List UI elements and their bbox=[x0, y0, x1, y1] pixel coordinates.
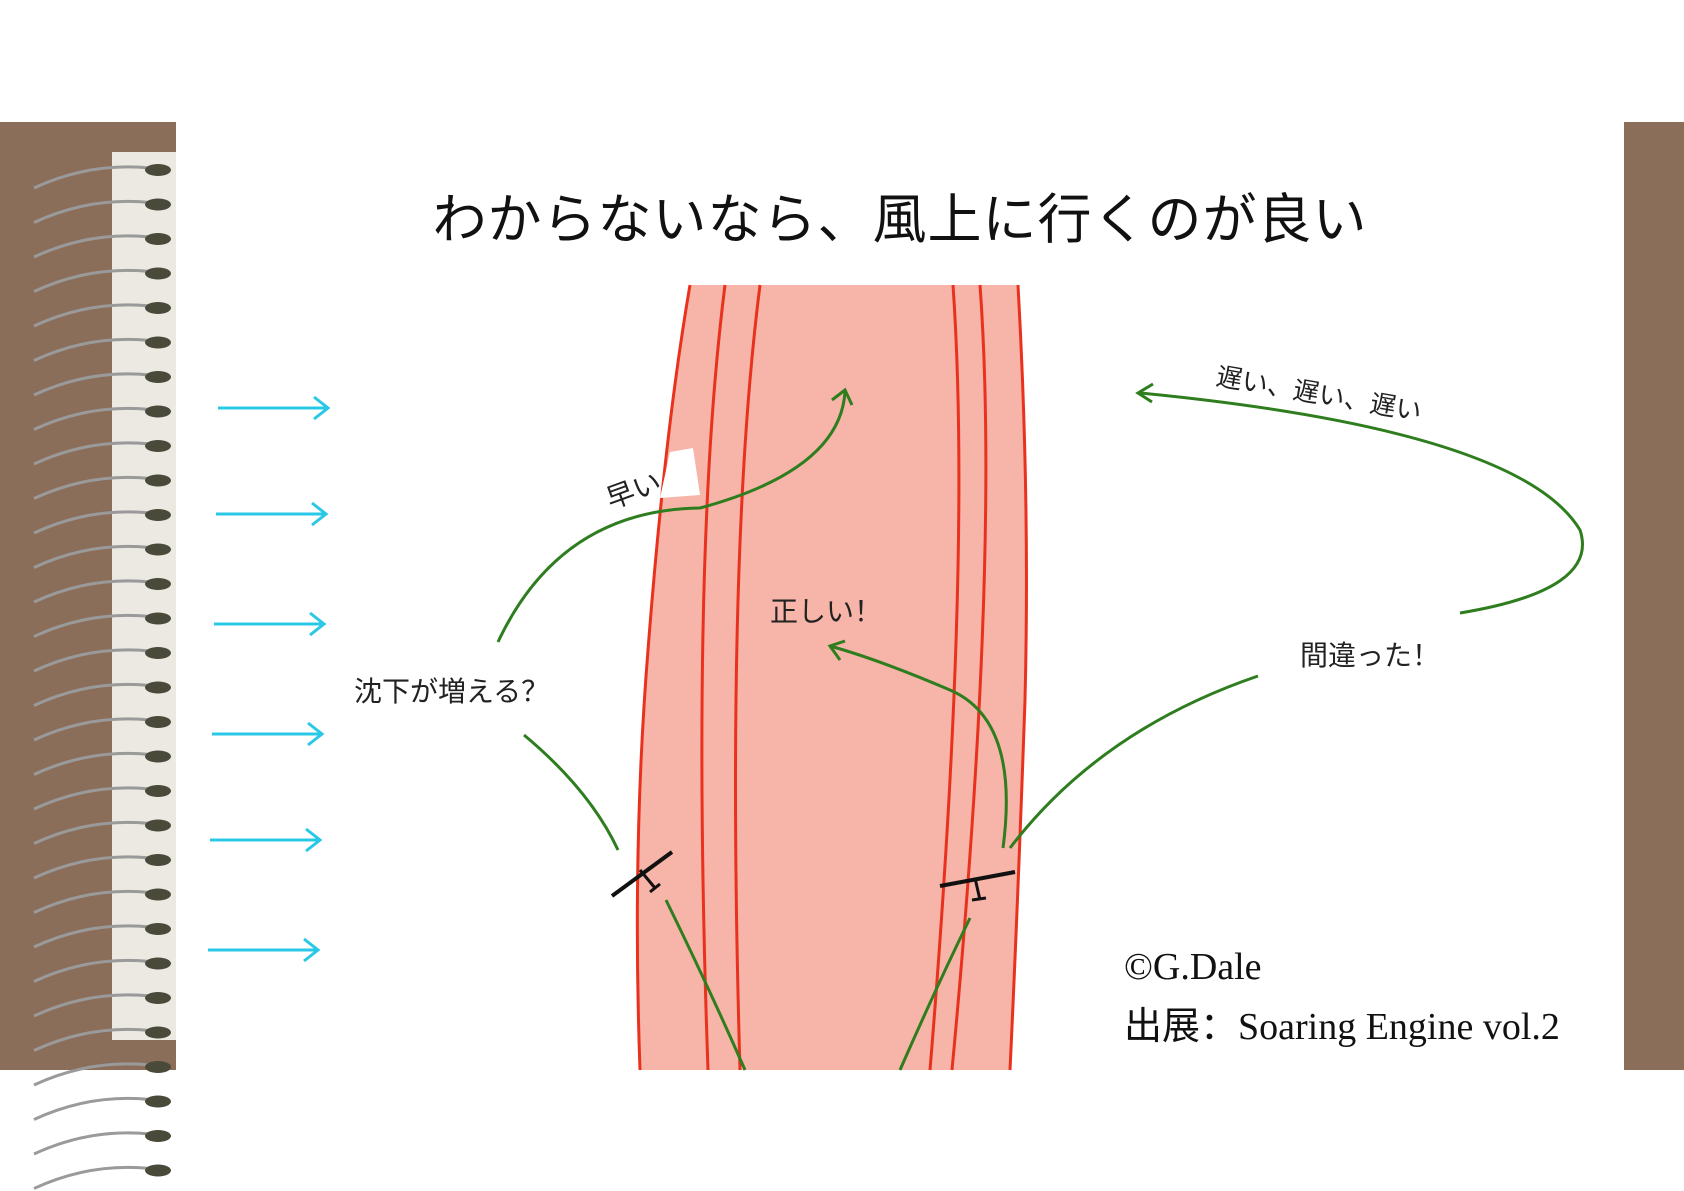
spiral-coil bbox=[33, 579, 151, 604]
flight-paths bbox=[496, 382, 1584, 1071]
credit-source: 出展：Soaring Engine vol.2 bbox=[1124, 1006, 1560, 1048]
spiral-coil bbox=[33, 337, 151, 362]
glider-icon bbox=[939, 870, 1016, 902]
binding-hole bbox=[145, 543, 171, 556]
spiral-coil bbox=[33, 441, 151, 466]
spiral-coil bbox=[33, 372, 151, 397]
wind-arrow-icon bbox=[208, 937, 321, 963]
spiral-coil bbox=[33, 1096, 151, 1121]
binding-hole bbox=[145, 198, 171, 211]
binding-hole bbox=[145, 336, 171, 349]
binding-hole bbox=[145, 474, 171, 487]
spiral-coil bbox=[33, 993, 151, 1018]
path-left-bottom bbox=[664, 899, 747, 1071]
binding-hole bbox=[145, 854, 171, 866]
binding-hole bbox=[145, 681, 171, 694]
spiral-coil bbox=[33, 1062, 151, 1087]
spiral-coil bbox=[33, 855, 151, 880]
binding-hole bbox=[145, 1164, 171, 1177]
wind-arrow-icon bbox=[214, 611, 327, 637]
wind-arrow-icon bbox=[212, 721, 325, 747]
path-arrowhead bbox=[1135, 382, 1154, 404]
glider-icon bbox=[610, 850, 674, 898]
spiral-coil bbox=[33, 1027, 151, 1052]
path-correct bbox=[829, 644, 1008, 849]
path-slow bbox=[1139, 391, 1584, 615]
spiral-coil bbox=[33, 613, 151, 638]
binding-hole bbox=[145, 647, 171, 659]
spiral-coil bbox=[33, 648, 151, 673]
spiral-coil bbox=[33, 717, 151, 742]
spiral-coil bbox=[33, 510, 151, 535]
spiral-coil bbox=[33, 165, 151, 190]
label-wrong: 間違った！ bbox=[1300, 639, 1441, 672]
thermal-column bbox=[635, 284, 1028, 1071]
path-wrong bbox=[1008, 674, 1259, 849]
spiral-binding-icon bbox=[33, 164, 171, 1190]
binding-hole bbox=[145, 578, 171, 590]
spiral-coil bbox=[33, 924, 151, 949]
binding-hole bbox=[145, 1026, 171, 1039]
wind-arrow-icon bbox=[210, 827, 323, 853]
spiral-coil bbox=[33, 820, 151, 845]
spiral-coil bbox=[33, 475, 151, 500]
binding-hole bbox=[145, 888, 171, 901]
binding-hole bbox=[145, 992, 171, 1004]
binding-hole bbox=[145, 233, 171, 245]
spiral-coil bbox=[33, 268, 151, 293]
binding-hole bbox=[145, 371, 171, 383]
binding-hole bbox=[145, 509, 171, 521]
binding-hole bbox=[145, 612, 171, 625]
binding-hole bbox=[145, 785, 171, 797]
notebook-frame-right bbox=[1624, 122, 1684, 1070]
spiral-coil bbox=[33, 958, 151, 983]
path-arrowhead bbox=[827, 639, 846, 661]
binding-hole bbox=[145, 302, 171, 314]
binding-hole bbox=[145, 1095, 171, 1108]
spiral-coil bbox=[33, 1165, 151, 1190]
path-left-lower bbox=[523, 733, 620, 851]
label-sink-increase: 沈下が増える？ bbox=[354, 675, 550, 708]
page-edge-right bbox=[1615, 152, 1624, 1040]
spiral-coil bbox=[33, 751, 151, 776]
binding-hole bbox=[145, 1130, 171, 1142]
credit-copyright: ©G.Dale bbox=[1124, 946, 1262, 988]
spiral-coil bbox=[33, 199, 151, 224]
spiral-coil bbox=[33, 1131, 151, 1156]
spiral-coil bbox=[33, 682, 151, 707]
spiral-coil bbox=[33, 889, 151, 914]
spiral-coil bbox=[33, 303, 151, 328]
spiral-coil bbox=[33, 544, 151, 569]
binding-hole bbox=[145, 819, 171, 832]
binding-hole bbox=[145, 164, 171, 176]
wind-arrow-icon bbox=[218, 395, 331, 421]
binding-hole bbox=[145, 1061, 171, 1073]
page-title: わからないなら、風上に行くのが良い bbox=[432, 188, 1368, 251]
binding-hole bbox=[145, 267, 171, 280]
binding-hole bbox=[145, 440, 171, 452]
path-arrowhead bbox=[831, 387, 854, 406]
spiral-coil bbox=[33, 406, 151, 431]
binding-hole bbox=[145, 716, 171, 728]
spiral-coil bbox=[33, 786, 151, 811]
binding-hole bbox=[145, 750, 171, 763]
binding-hole bbox=[145, 405, 171, 418]
label-correct: 正しい！ bbox=[770, 595, 883, 628]
binding-hole bbox=[145, 923, 171, 935]
wind-arrows bbox=[208, 395, 331, 963]
path-right-bottom bbox=[898, 917, 972, 1071]
spiral-coil bbox=[33, 234, 151, 259]
path-upwind-left bbox=[496, 391, 847, 643]
wind-arrow-icon bbox=[216, 501, 329, 527]
binding-hole bbox=[145, 957, 171, 970]
